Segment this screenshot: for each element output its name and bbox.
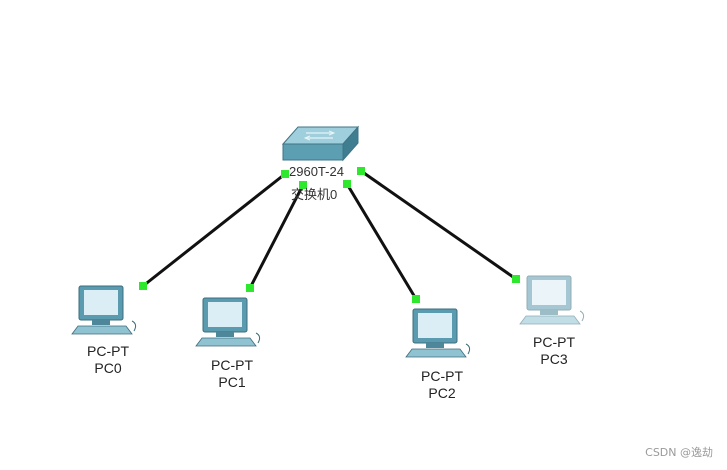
- pc0-icon[interactable]: [71, 285, 137, 335]
- switch-icon[interactable]: [281, 125, 360, 162]
- pc1-model: PC-PT: [211, 357, 253, 373]
- pc2-model: PC-PT: [421, 368, 463, 384]
- port-indicator-sw-pc0: [281, 170, 289, 178]
- pc3-model: PC-PT: [533, 334, 575, 350]
- switch-name-label: 交换机0: [291, 187, 338, 202]
- port-indicator-sw-pc3: [357, 167, 365, 175]
- link-switch-pc0[interactable]: [141, 172, 287, 288]
- pc1-icon[interactable]: [195, 297, 261, 347]
- port-indicator-sw-pc2: [343, 180, 351, 188]
- pc1-label: PC-PT PC1: [200, 357, 264, 391]
- port-indicator-pc3: [512, 275, 520, 283]
- link-switch-pc2[interactable]: [345, 182, 418, 301]
- pc3-label: PC-PT PC3: [522, 334, 586, 368]
- pc2-name: PC2: [428, 385, 456, 401]
- pc2-label: PC-PT PC2: [410, 368, 474, 402]
- pc3-name: PC3: [540, 351, 568, 367]
- links: [141, 169, 518, 301]
- link-switch-pc1[interactable]: [248, 183, 305, 290]
- pc0-label: PC-PT PC0: [76, 343, 140, 377]
- pc1-name: PC1: [218, 374, 246, 390]
- pc2-icon[interactable]: [405, 308, 471, 358]
- port-indicators: [139, 167, 520, 303]
- watermark: CSDN @逸劫: [645, 446, 713, 459]
- pc3-icon[interactable]: [519, 275, 585, 325]
- pc0-model: PC-PT: [87, 343, 129, 359]
- port-indicator-pc0: [139, 282, 147, 290]
- link-switch-pc3[interactable]: [359, 169, 518, 281]
- port-indicator-pc2: [412, 295, 420, 303]
- port-indicator-sw-pc1: [299, 181, 307, 189]
- port-indicator-pc1: [246, 284, 254, 292]
- switch-model-label: 2960T-24: [289, 164, 344, 179]
- pc0-name: PC0: [94, 360, 122, 376]
